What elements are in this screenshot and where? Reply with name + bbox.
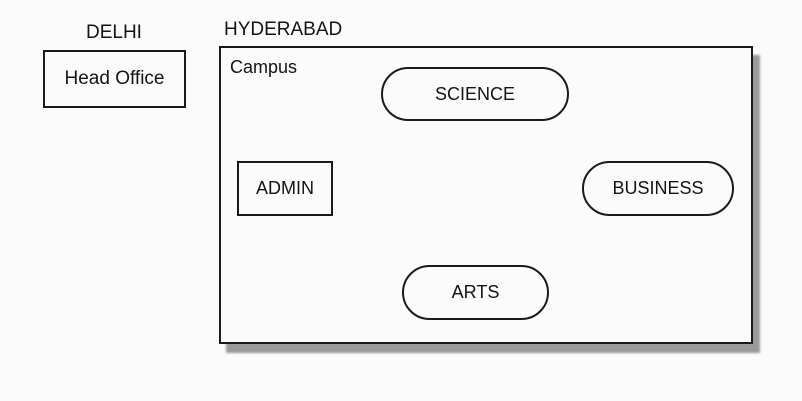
campus-boundary — [219, 46, 753, 344]
head-office-block: Head Office — [43, 50, 186, 108]
city-label-delhi: DELHI — [86, 22, 142, 43]
science-block-label: SCIENCE — [434, 83, 515, 104]
admin-block-label: ADMIN — [256, 178, 314, 198]
admin-block: ADMIN — [237, 161, 333, 216]
arts-block-label: ARTS — [451, 282, 500, 302]
business-block-label: BUSINESS — [612, 178, 704, 198]
head-office-label: Head Office — [64, 68, 165, 89]
science-block: SCIENCE — [381, 67, 569, 121]
arts-block: ARTS — [402, 265, 549, 320]
campus-label: Campus — [230, 57, 298, 77]
business-block: BUSINESS — [582, 161, 734, 216]
city-label-hyderabad: HYDERABAD — [224, 19, 343, 40]
